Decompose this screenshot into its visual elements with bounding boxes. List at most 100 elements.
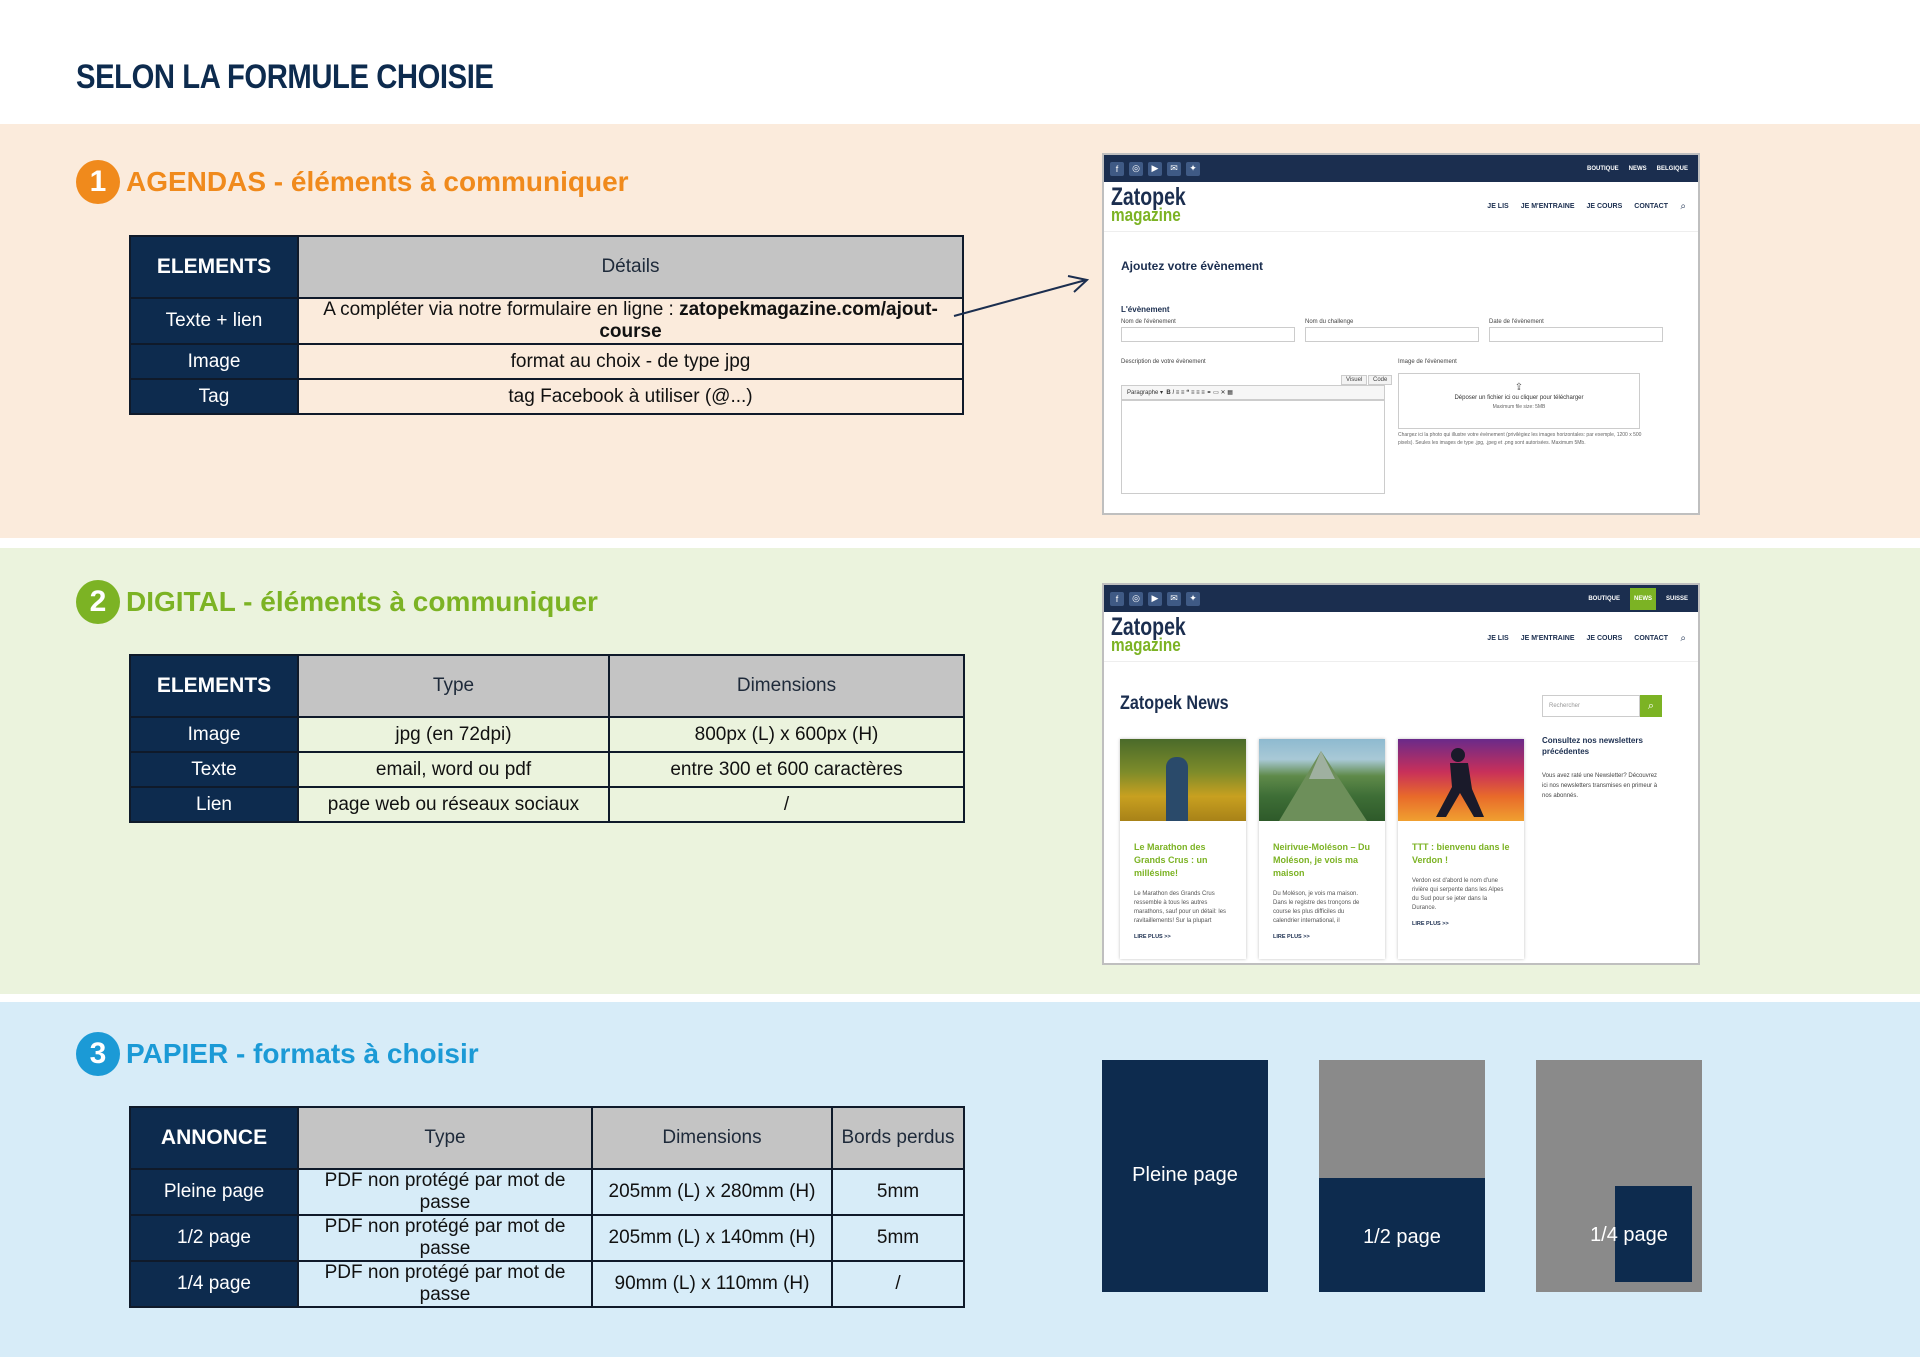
row-type: PDF non protégé par mot de passe bbox=[297, 1168, 593, 1216]
nav-item[interactable]: JE COURS bbox=[1586, 635, 1623, 642]
upload-dropzone[interactable]: ⇪ Déposer un fichier ici ou cliquer pour… bbox=[1398, 373, 1640, 429]
field-label: Nom du challenge bbox=[1305, 319, 1354, 325]
youtube-icon: ▶ bbox=[1148, 591, 1162, 606]
col-header-elements: ELEMENTS bbox=[129, 235, 299, 299]
search-icon[interactable]: ⌕ bbox=[1680, 633, 1686, 644]
format-label: 1/4 page bbox=[1590, 1224, 1668, 1246]
logo-magazine: magazine bbox=[1111, 205, 1181, 225]
col-header-details: Détails bbox=[297, 235, 964, 299]
event-name-input[interactable] bbox=[1121, 327, 1295, 342]
row-detail: A compléter via notre formulaire en lign… bbox=[297, 297, 964, 345]
editor-toolbar[interactable]: Paragraphe ▾ B I ≡ ≡ ❝ ≡ ≡ ≡ ⚭ ▭ ✕ ▦ bbox=[1121, 385, 1385, 400]
news-card[interactable]: Le Marathon des Grands Crus : un millési… bbox=[1120, 739, 1246, 959]
toplink-boutique[interactable]: BOUTIQUE bbox=[1586, 165, 1619, 172]
col-header-annonce: ANNONCE bbox=[129, 1106, 299, 1170]
arrow-icon bbox=[953, 275, 1090, 317]
toplink-news[interactable]: NEWS bbox=[1629, 587, 1656, 610]
card-excerpt: Le Marathon des Grands Crus ressemble à … bbox=[1134, 891, 1227, 924]
table-row: Image format au choix - de type jpg bbox=[129, 343, 964, 380]
search-input[interactable]: Rechercher bbox=[1542, 695, 1640, 717]
agendas-table: ELEMENTS Détails Texte + lien A compléte… bbox=[129, 235, 964, 415]
form-subhead: L'évènement bbox=[1121, 305, 1170, 314]
row-label: Tag bbox=[129, 378, 299, 415]
search-icon[interactable]: ⌕ bbox=[1680, 201, 1686, 212]
row-type: email, word ou pdf bbox=[297, 751, 610, 788]
card-title: Neirivue-Moléson – Du Moléson, je vois m… bbox=[1273, 842, 1371, 878]
section-digital-header: 2 DIGITAL - éléments à communiquer bbox=[76, 580, 598, 624]
row-dim: / bbox=[608, 786, 965, 823]
section-title: AGENDAS - éléments à communiquer bbox=[126, 166, 629, 197]
facebook-icon: f bbox=[1110, 161, 1124, 176]
search-button[interactable]: ⌕ bbox=[1640, 695, 1662, 717]
card-image bbox=[1120, 739, 1246, 821]
read-more-link[interactable]: LIRE PLUS >> bbox=[1273, 934, 1310, 940]
col-header-dimensions: Dimensions bbox=[608, 654, 965, 718]
row-type: page web ou réseaux sociaux bbox=[297, 786, 610, 823]
row-bleed: 5mm bbox=[831, 1168, 965, 1216]
news-card[interactable]: TTT : bienvenu dans le Verdon ! Verdon e… bbox=[1398, 739, 1524, 959]
row-label: Texte + lien bbox=[129, 297, 299, 345]
row-detail: tag Facebook à utiliser (@...) bbox=[297, 378, 964, 415]
format-quarter-page: 1/4 page bbox=[1536, 1060, 1702, 1292]
row-dim: entre 300 et 600 caractères bbox=[608, 751, 965, 788]
nav-item[interactable]: JE M'ENTRAINE bbox=[1520, 203, 1575, 210]
col-header-bleed: Bords perdus bbox=[831, 1106, 965, 1170]
read-more-link[interactable]: LIRE PLUS >> bbox=[1412, 921, 1449, 927]
table-row: 1/4 page PDF non protégé par mot de pass… bbox=[129, 1260, 965, 1308]
card-excerpt: Verdon est d'abord le nom d'une rivière … bbox=[1412, 878, 1504, 911]
news-card[interactable]: Neirivue-Moléson – Du Moléson, je vois m… bbox=[1259, 739, 1385, 959]
col-header-dimensions: Dimensions bbox=[591, 1106, 833, 1170]
logo-zatopek: Zatopek bbox=[1111, 613, 1186, 641]
detail-text: A compléter via notre formulaire en lign… bbox=[323, 299, 680, 320]
form-link[interactable]: zatopekmagazine.com/ajout-course bbox=[599, 299, 938, 342]
table-row: Lien page web ou réseaux sociaux / bbox=[129, 786, 965, 823]
card-title: Le Marathon des Grands Crus : un millési… bbox=[1134, 842, 1208, 878]
nav-item[interactable]: JE COURS bbox=[1586, 203, 1623, 210]
site-topbar: f ◎ ▶ ✉ ✦ BOUTIQUE NEWS BELGIQUE bbox=[1104, 155, 1698, 182]
mail-icon: ✉ bbox=[1167, 161, 1181, 176]
sidebar-text: Vous avez raté une Newsletter? Découvrez… bbox=[1542, 773, 1658, 799]
format-select[interactable]: Paragraphe bbox=[1127, 390, 1159, 396]
description-textarea[interactable] bbox=[1121, 400, 1385, 494]
table-row: 1/2 page PDF non protégé par mot de pass… bbox=[129, 1214, 965, 1262]
row-bleed: / bbox=[831, 1260, 965, 1308]
section-title: DIGITAL - éléments à communiquer bbox=[126, 586, 598, 617]
instagram-icon: ◎ bbox=[1129, 591, 1143, 606]
row-dim: 205mm (L) x 280mm (H) bbox=[591, 1168, 833, 1216]
col-header-type: Type bbox=[297, 654, 610, 718]
toplink-news[interactable]: NEWS bbox=[1628, 165, 1647, 172]
format-full-page: Pleine page bbox=[1102, 1060, 1268, 1292]
news-heading: Zatopek News bbox=[1120, 693, 1229, 714]
sidebar-title: Consultez nos newsletters précédentes bbox=[1542, 736, 1643, 756]
challenge-name-input[interactable] bbox=[1305, 327, 1479, 342]
col-header-elements: ELEMENTS bbox=[129, 654, 299, 718]
card-image bbox=[1398, 739, 1524, 821]
toplink-country[interactable]: BELGIQUE bbox=[1656, 165, 1688, 172]
toplink-boutique[interactable]: BOUTIQUE bbox=[1588, 595, 1620, 602]
nav-item[interactable]: CONTACT bbox=[1634, 635, 1668, 642]
section-number-badge: 2 bbox=[76, 580, 120, 624]
bluesky-icon: ✦ bbox=[1186, 591, 1200, 606]
row-label: Image bbox=[129, 343, 299, 380]
row-label: 1/4 page bbox=[129, 1260, 299, 1308]
logo-zatopek: Zatopek bbox=[1111, 183, 1186, 211]
row-type: PDF non protégé par mot de passe bbox=[297, 1214, 593, 1262]
nav-item[interactable]: CONTACT bbox=[1634, 203, 1668, 210]
toplink-country[interactable]: SUISSE bbox=[1665, 595, 1688, 602]
table-row: Texte email, word ou pdf entre 300 et 60… bbox=[129, 751, 965, 788]
nav-item[interactable]: JE LIS bbox=[1487, 203, 1509, 210]
section-agendas-header: 1 AGENDAS - éléments à communiquer bbox=[76, 160, 629, 204]
card-image bbox=[1259, 739, 1385, 821]
news-page-screenshot: f ◎ ▶ ✉ ✦ BOUTIQUE NEWS SUISSE Zatopek m… bbox=[1102, 583, 1700, 965]
event-date-input[interactable] bbox=[1489, 327, 1663, 342]
read-more-link[interactable]: LIRE PLUS >> bbox=[1134, 934, 1171, 940]
format-label: Pleine page bbox=[1132, 1164, 1238, 1186]
editor-tab-visual[interactable]: Visuel bbox=[1341, 375, 1368, 385]
format-half-page: 1/2 page bbox=[1319, 1060, 1485, 1292]
bluesky-icon: ✦ bbox=[1186, 161, 1200, 176]
site-nav: JE LIS JE M'ENTRAINE JE COURS CONTACT bbox=[1487, 203, 1668, 210]
row-dim: 90mm (L) x 110mm (H) bbox=[591, 1260, 833, 1308]
nav-item[interactable]: JE M'ENTRAINE bbox=[1520, 635, 1575, 642]
editor-tab-code[interactable]: Code bbox=[1368, 375, 1393, 385]
nav-item[interactable]: JE LIS bbox=[1487, 635, 1509, 642]
